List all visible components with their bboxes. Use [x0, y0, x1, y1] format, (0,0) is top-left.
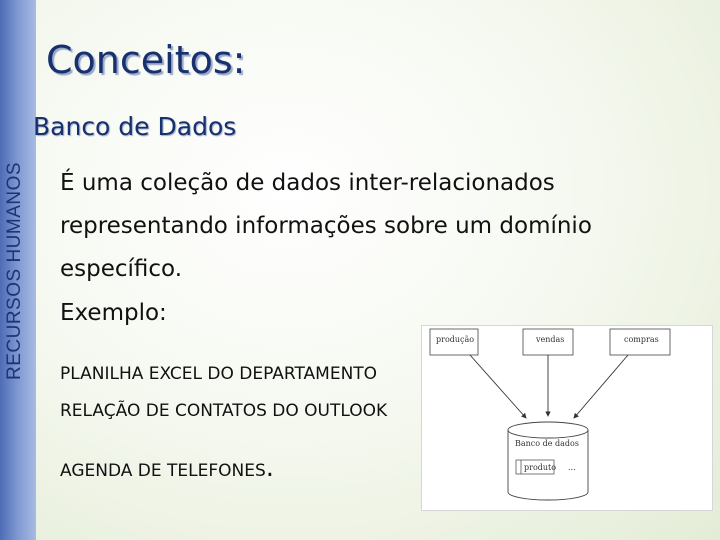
box-producao-label: produção — [436, 335, 474, 344]
database-diagram-svg: produção vendas compras Banco de dados p… — [429, 328, 671, 501]
slide-title: Conceitos: — [46, 38, 246, 82]
final-period: . — [265, 453, 275, 483]
box-vendas-label: vendas — [535, 335, 564, 344]
box-compras-label: compras — [624, 335, 659, 344]
arrow-compras — [573, 354, 629, 419]
example-label: Exemplo: — [60, 300, 167, 326]
db-label: Banco de dados — [515, 439, 579, 448]
example-item-agenda-text: AGENDA DE TELEFONES — [60, 461, 266, 481]
example-item-outlook: RELAÇÃO DE CONTATOS DO OUTLOOK — [60, 401, 388, 421]
slide-subtitle: Banco de Dados — [33, 112, 237, 141]
sidebar-label: RECURSOS HUMANOS — [4, 161, 25, 380]
database-cylinder-top — [507, 421, 589, 439]
box-producao — [429, 328, 479, 356]
arrow-producao — [469, 354, 527, 419]
table-ellipsis: ... — [568, 463, 576, 472]
box-compras — [609, 328, 671, 356]
example-item-excel: PLANILHA EXCEL DO DEPARTAMENTO — [60, 364, 378, 384]
box-vendas — [522, 328, 574, 356]
definition-text: É uma coleção de dados inter-relacionado… — [60, 170, 592, 282]
database-diagram: produção vendas compras Banco de dados p… — [421, 325, 713, 511]
table-produto-label: produto — [524, 463, 556, 472]
table-produto — [515, 459, 555, 475]
sidebar-band: RECURSOS HUMANOS — [0, 0, 36, 540]
example-item-agenda: AGENDA DE TELEFONES. — [60, 453, 274, 483]
